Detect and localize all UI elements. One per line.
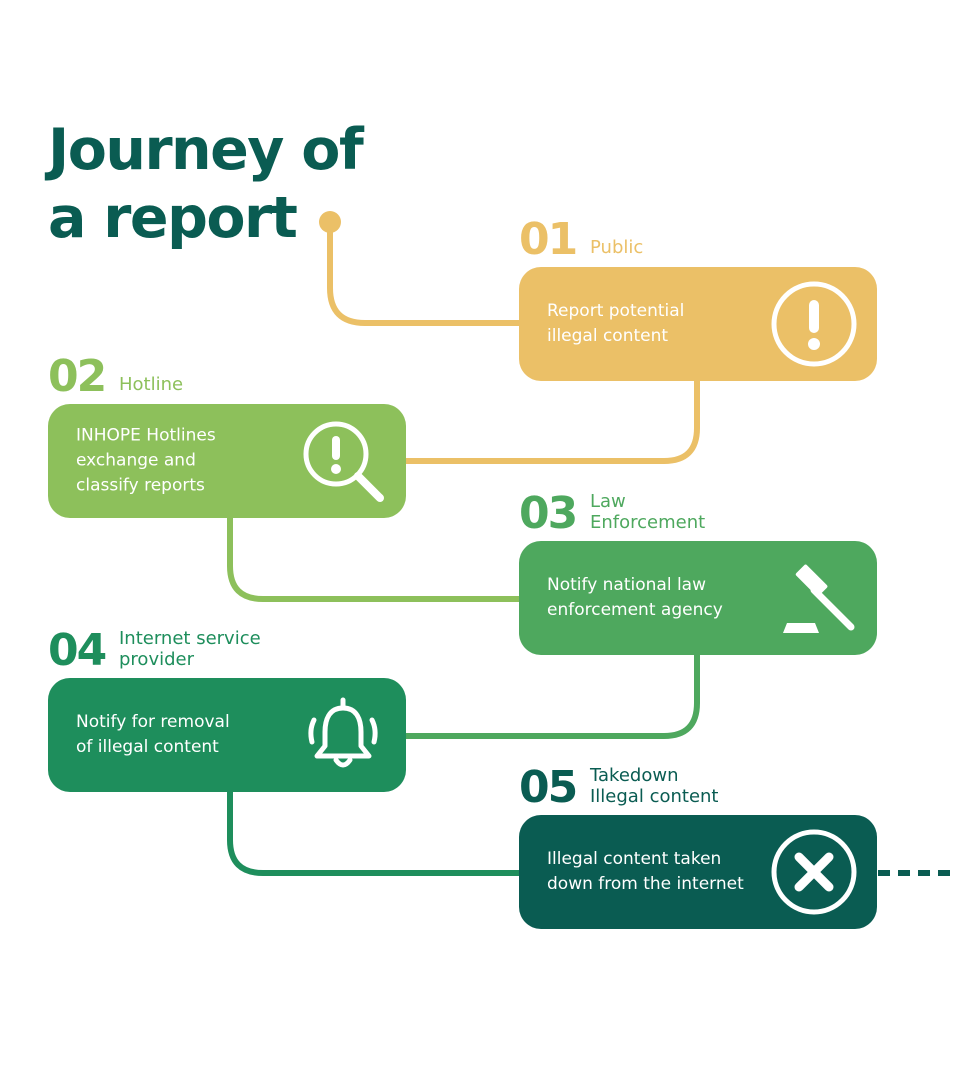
step-01-card: Report potential illegal content: [519, 267, 877, 381]
gavel-icon: [769, 553, 859, 643]
step-05-text: Illegal content taken down from the inte…: [547, 849, 744, 894]
step-04-card: Notify for removal of illegal content: [48, 678, 406, 792]
bell-icon: [298, 690, 388, 780]
step-05-number: 05: [519, 762, 578, 813]
step-04-text: Notify for removal of illegal content: [76, 712, 230, 757]
step-05-card: Illegal content taken down from the inte…: [519, 815, 877, 929]
step-03-label: Law Enforcement: [590, 491, 706, 533]
magnifier-exclamation-icon: [298, 416, 388, 506]
step-04-label: Internet service provider: [119, 628, 261, 670]
connector-03-to-04: [395, 654, 700, 739]
step-01-number: 01: [519, 214, 578, 265]
step-01-label: Public: [590, 237, 644, 258]
connector-04-to-05: [227, 792, 530, 876]
step-03-text: Notify national law enforcement agency: [547, 575, 723, 620]
x-circle-icon: [769, 827, 859, 917]
connector-start-to-01: [327, 222, 530, 326]
title-line-1: Journey of: [48, 117, 364, 183]
diagram-title: Journey of a report: [48, 116, 364, 252]
step-01-text: Report potential illegal content: [547, 301, 685, 346]
step-02-text: INHOPE Hotlines exchange and classify re…: [76, 425, 216, 496]
connector-02-to-03: [227, 517, 530, 602]
exclamation-circle-icon: [769, 279, 859, 369]
step-04-number: 04: [48, 625, 107, 676]
step-03-card: Notify national law enforcement agency: [519, 541, 877, 655]
step-02-number: 02: [48, 351, 107, 402]
title-line-2: a report: [48, 185, 298, 251]
step-02-card: INHOPE Hotlines exchange and classify re…: [48, 404, 406, 518]
step-02-label: Hotline: [119, 374, 184, 395]
connector-01-to-02: [395, 380, 700, 464]
step-03-number: 03: [519, 488, 578, 539]
step-05-label: Takedown Illegal content: [590, 765, 719, 807]
